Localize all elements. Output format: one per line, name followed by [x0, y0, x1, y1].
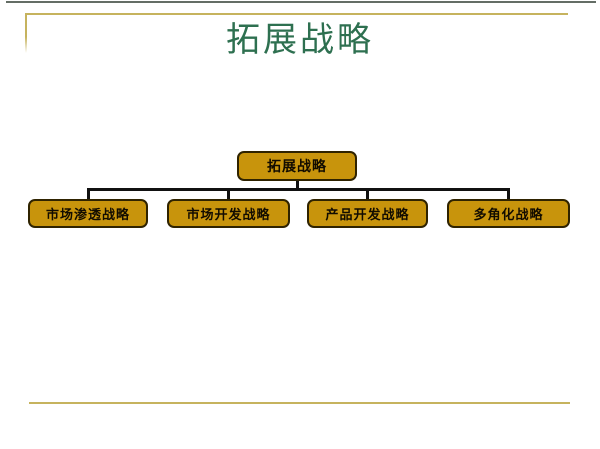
- connector-stub-3: [366, 189, 369, 200]
- org-chart-root-box: 拓展战略: [237, 151, 357, 181]
- org-chart-child-box-market-development: 市场开发战略: [167, 199, 290, 228]
- bottom-gold-line: [29, 402, 570, 404]
- connector-root-stub: [296, 180, 299, 190]
- slide-title: 拓展战略: [226, 22, 374, 59]
- top-border-line: [6, 1, 596, 3]
- org-chart-child-box-market-penetration: 市场渗透战略: [28, 199, 148, 228]
- org-chart-child-box-product-development: 产品开发战略: [307, 199, 428, 228]
- gold-corner-vertical: [25, 13, 27, 53]
- org-chart-child-box-diversification: 多角化战略: [447, 199, 570, 228]
- connector-horizontal-rail: [87, 188, 510, 191]
- gold-corner-horizontal: [25, 13, 568, 15]
- connector-stub-2: [227, 189, 230, 200]
- connector-stub-1: [87, 189, 90, 200]
- connector-stub-4: [507, 189, 510, 200]
